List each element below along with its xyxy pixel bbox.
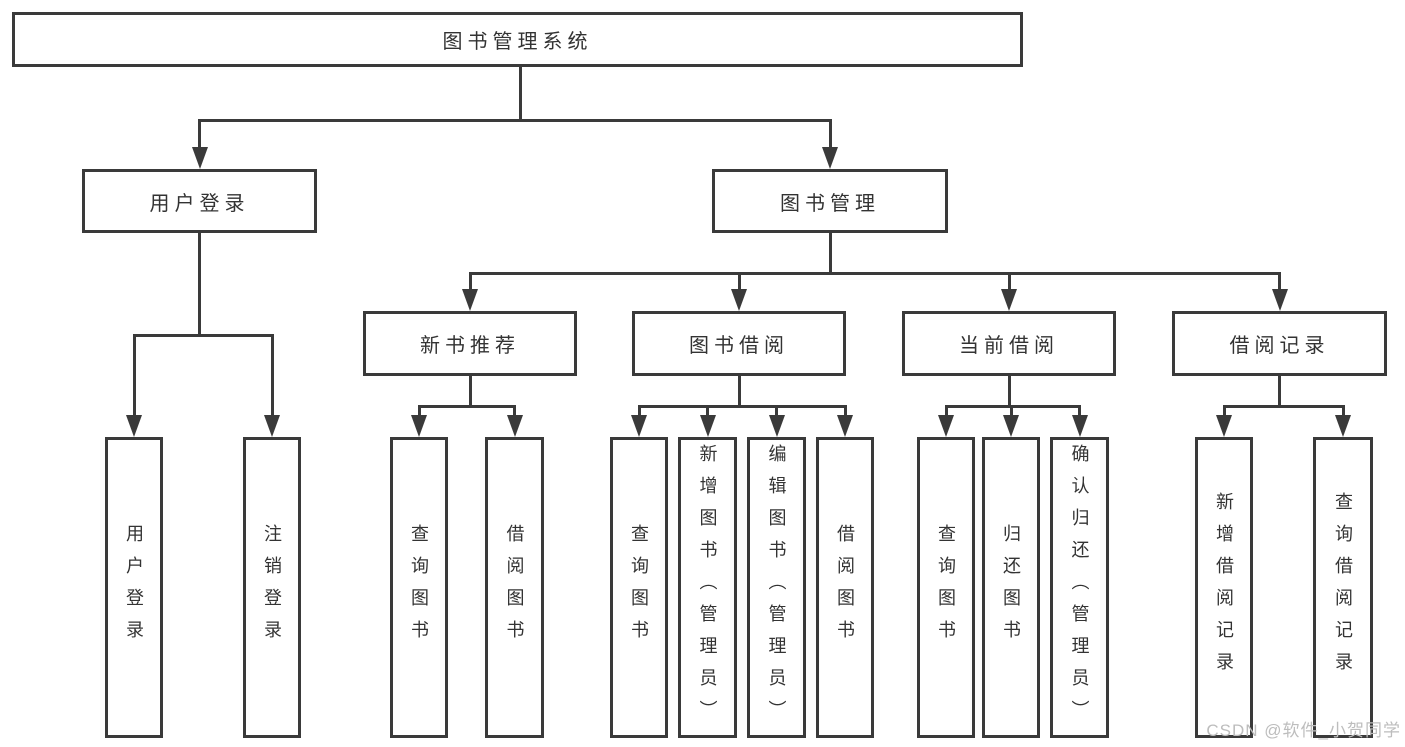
connector-line [198,233,201,336]
connector-line [828,120,832,148]
arrow-down-icon [411,415,427,437]
leaf-add-books-admin-label: 新增图书（管理员） [697,443,718,732]
arrow-down-icon [699,415,716,437]
connector-line [1222,404,1345,408]
watermark: CSDN @软件_小贺同学 [1206,721,1401,740]
leaf-add-books-admin: 新增图书（管理员） [678,437,737,738]
arrow-down-icon [631,415,647,437]
connector-line [132,333,274,337]
leaf-edit-books-admin-label: 编辑图书（管理员） [766,443,787,732]
arrow-down-icon [1335,415,1351,437]
node-book-borrowing-label: 图书借阅 [689,335,789,357]
arrow-down-icon [1001,289,1017,311]
leaf-query-books-recommendation-label: 查询图书 [409,523,429,652]
connector-line [637,404,847,408]
node-user-login: 用户登录 [82,169,317,233]
leaf-query-books-borrowing-label: 查询图书 [629,523,649,652]
arrow-down-icon [1003,415,1019,437]
leaf-add-borrowing-record-label: 新增借阅记录 [1214,491,1234,684]
node-current-borrowing: 当前借阅 [902,311,1116,376]
connector-line [737,273,741,290]
leaf-borrow-books-recommendation-label: 借阅图书 [504,523,525,652]
connector-line [843,406,847,416]
leaf-borrow-books-label: 借阅图书 [835,523,855,652]
node-new-book-recommendation-label: 新书推荐 [420,335,520,357]
leaf-borrow-books: 借阅图书 [816,437,874,738]
connector-line [1078,406,1081,416]
connector-line [828,233,832,274]
leaf-query-books-recommendation: 查询图书 [390,437,448,738]
arrow-down-icon [837,415,853,437]
arrow-down-icon [264,415,280,437]
connector-line [944,404,1081,408]
connector-line [417,404,516,408]
arrow-down-icon [1071,415,1088,437]
connector-line [637,406,641,416]
arrow-down-icon [126,415,142,437]
connector-line [1222,406,1226,416]
arrow-down-icon [1216,415,1232,437]
leaf-query-books-current-label: 查询图书 [936,523,956,652]
node-borrowing-records-label: 借阅记录 [1229,335,1330,357]
node-current-borrowing-label: 当前借阅 [959,335,1059,357]
node-book-management-label: 图书管理 [780,192,880,215]
connector-line [775,406,778,416]
node-user-login-label: 用户登录 [149,192,250,215]
arrow-down-icon [822,147,838,169]
connector-line [198,118,832,122]
leaf-query-books-borrowing: 查询图书 [610,437,668,738]
connector-line [1278,376,1281,407]
arrow-down-icon [938,415,954,437]
leaf-user-login: 用户登录 [105,437,163,738]
connector-line [468,376,472,407]
connector-line [198,120,201,148]
leaf-return-books: 归还图书 [982,437,1040,738]
connector-line [1007,273,1011,290]
node-borrowing-records: 借阅记录 [1172,311,1387,376]
arrow-down-icon [462,289,478,311]
connector-line [468,273,472,290]
connector-line [944,406,948,416]
arrow-down-icon [768,415,785,437]
leaf-query-borrowing-record-label: 查询借阅记录 [1333,491,1353,684]
leaf-return-books-label: 归还图书 [1001,523,1021,652]
connector-line [417,406,421,416]
connector-line [132,335,136,416]
connector-line [737,376,741,407]
arrow-down-icon [731,289,747,311]
node-library-system: 图书管理系统 [12,12,1023,67]
leaf-borrow-books-recommendation: 借阅图书 [485,437,544,738]
connector-line [1007,376,1011,407]
arrow-down-icon [506,415,523,437]
connector-line [468,271,1281,275]
node-book-borrowing: 图书借阅 [632,311,846,376]
connector-line [513,406,516,416]
arrow-down-icon [191,147,208,169]
leaf-confirm-return-admin-label: 确认归还（管理员） [1069,443,1090,732]
leaf-confirm-return-admin: 确认归还（管理员） [1050,437,1109,738]
leaf-logout-login: 注销登录 [243,437,301,738]
leaf-edit-books-admin: 编辑图书（管理员） [747,437,806,738]
connector-line [1341,406,1345,416]
connector-line [518,67,522,121]
node-new-book-recommendation: 新书推荐 [363,311,577,376]
connector-line [1278,273,1281,290]
leaf-query-borrowing-record: 查询借阅记录 [1313,437,1373,738]
node-book-management: 图书管理 [712,169,948,233]
leaf-user-login-label: 用户登录 [124,523,144,652]
connector-line [1009,406,1013,416]
leaf-add-borrowing-record: 新增借阅记录 [1195,437,1253,738]
node-library-system-label: 图书管理系统 [442,31,593,53]
leaf-query-books-current: 查询图书 [917,437,975,738]
connector-line [270,335,274,416]
connector-line [706,406,709,416]
leaf-logout-login-label: 注销登录 [262,523,282,652]
arrow-down-icon [1271,289,1288,311]
